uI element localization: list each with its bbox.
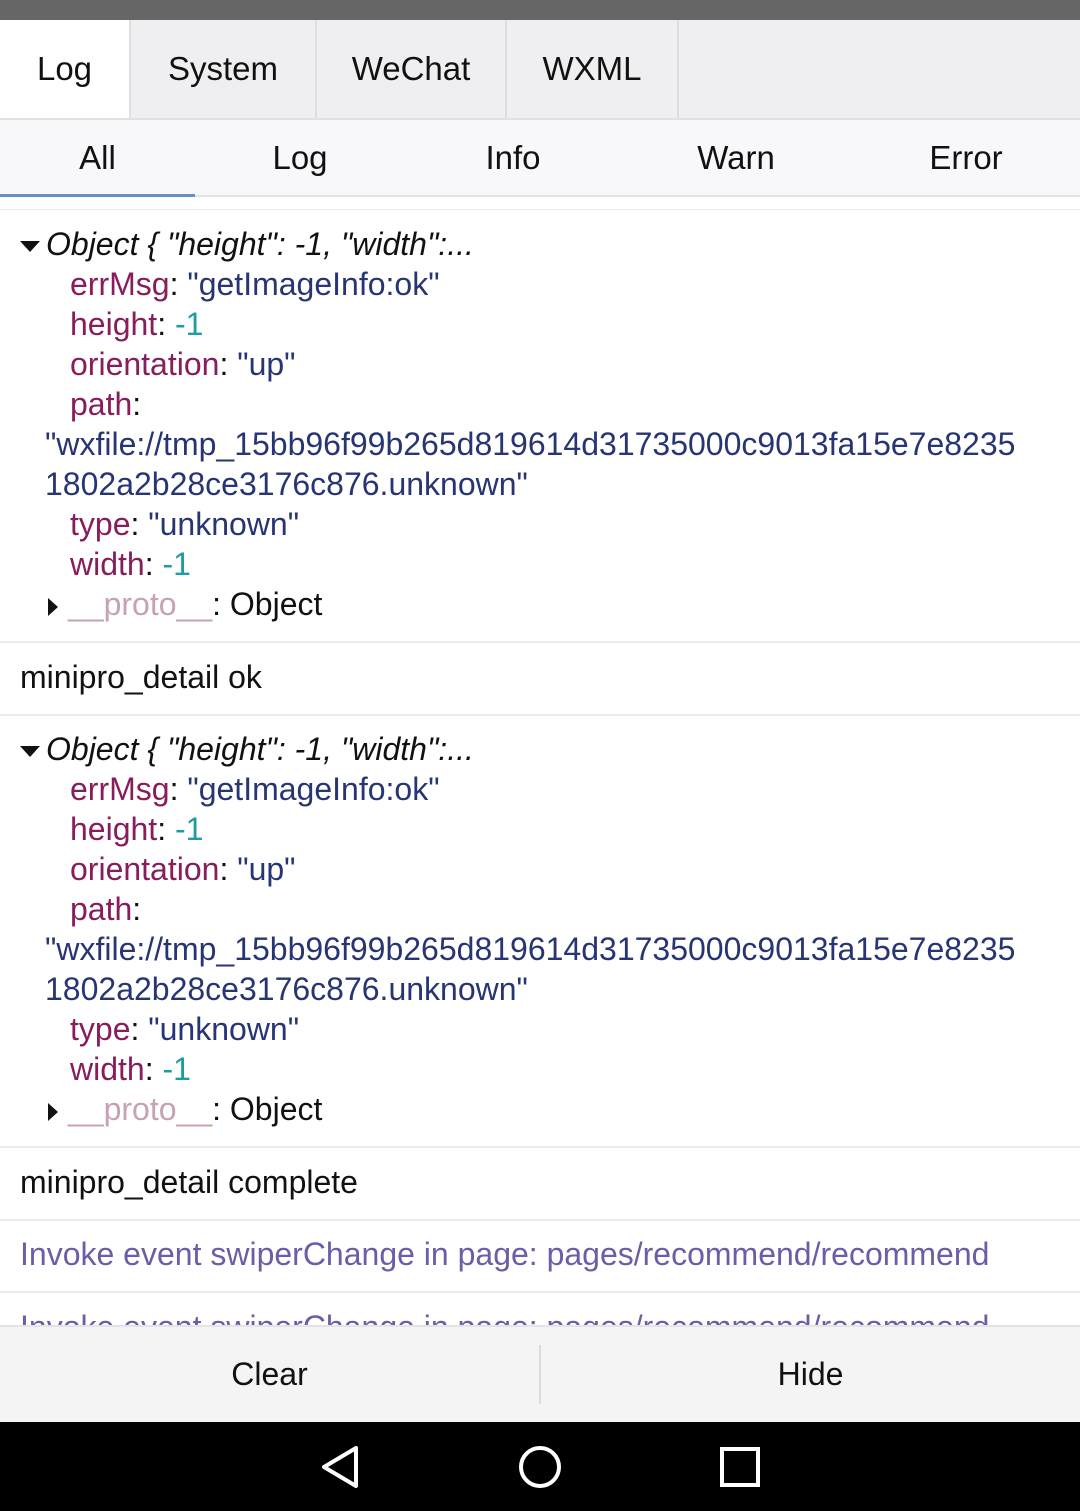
prop-orientation: orientation: "up" bbox=[70, 346, 296, 382]
object-summary[interactable]: Object { "height": -1, "width":... bbox=[20, 729, 474, 769]
filter-all[interactable]: All bbox=[0, 120, 195, 197]
back-icon[interactable] bbox=[318, 1444, 362, 1490]
prop-proto[interactable]: __proto__: Object bbox=[48, 1089, 322, 1129]
tab-log[interactable]: Log bbox=[0, 20, 131, 118]
prop-width: width: -1 bbox=[70, 1051, 191, 1087]
bottom-bar: Clear Hide bbox=[0, 1325, 1080, 1422]
hide-button[interactable]: Hide bbox=[777, 1356, 844, 1392]
info-message: Invoke event swiperChange in page: pages… bbox=[20, 1236, 990, 1272]
prop-errmsg: errMsg: "getImageInfo:ok" bbox=[70, 266, 440, 302]
log-message: minipro_detail ok bbox=[20, 659, 262, 695]
expand-triangle-icon[interactable] bbox=[20, 746, 40, 758]
prop-height: height: -1 bbox=[70, 811, 204, 847]
prop-orientation: orientation: "up" bbox=[70, 851, 296, 887]
filter-log[interactable]: Log bbox=[272, 138, 328, 176]
prop-type: type: "unknown" bbox=[70, 1011, 300, 1047]
prop-type: type: "unknown" bbox=[70, 506, 300, 542]
collapse-triangle-icon[interactable] bbox=[48, 1102, 58, 1121]
prop-path: path: bbox=[70, 891, 142, 927]
filter-info[interactable]: Info bbox=[485, 138, 541, 176]
divider bbox=[539, 1345, 541, 1404]
top-tabs: Log System WeChat WXML bbox=[0, 20, 1080, 120]
expand-triangle-icon[interactable] bbox=[20, 241, 40, 253]
prop-errmsg: errMsg: "getImageInfo:ok" bbox=[70, 771, 440, 807]
collapse-triangle-icon[interactable] bbox=[48, 597, 58, 616]
filter-warn[interactable]: Warn bbox=[697, 138, 775, 176]
path-value-line1: "wxfile://tmp_15bb96f99b265d819614d31735… bbox=[45, 931, 1016, 967]
filter-error[interactable]: Error bbox=[929, 138, 1003, 176]
clear-button[interactable]: Clear bbox=[231, 1356, 308, 1392]
path-value-line2: 1802a2b28ce3176c876.unknown" bbox=[45, 466, 528, 502]
level-filter-tabs: All Log Info Warn Error bbox=[0, 120, 1080, 197]
tab-wechat[interactable]: WeChat bbox=[317, 20, 507, 118]
path-value-line2: 1802a2b28ce3176c876.unknown" bbox=[45, 971, 528, 1007]
log-message: minipro_detail complete bbox=[20, 1164, 358, 1200]
status-bar bbox=[0, 0, 1080, 20]
object-summary[interactable]: Object { "height": -1, "width":... bbox=[20, 224, 474, 264]
android-nav-bar bbox=[0, 1422, 1080, 1511]
prop-height: height: -1 bbox=[70, 306, 204, 342]
info-message: Invoke event swiperChange in page: pages… bbox=[20, 1307, 989, 1325]
prop-width: width: -1 bbox=[70, 546, 191, 582]
tab-wxml[interactable]: WXML bbox=[507, 20, 679, 118]
recents-icon[interactable] bbox=[719, 1444, 761, 1490]
home-icon[interactable] bbox=[518, 1444, 562, 1490]
tab-system[interactable]: System bbox=[131, 20, 317, 118]
path-value-line1: "wxfile://tmp_15bb96f99b265d819614d31735… bbox=[45, 426, 1016, 462]
log-list[interactable]: Object { "height": -1, "width":... errMs… bbox=[0, 197, 1080, 1325]
prop-proto[interactable]: __proto__: Object bbox=[48, 584, 322, 624]
prop-path: path: bbox=[70, 386, 142, 422]
